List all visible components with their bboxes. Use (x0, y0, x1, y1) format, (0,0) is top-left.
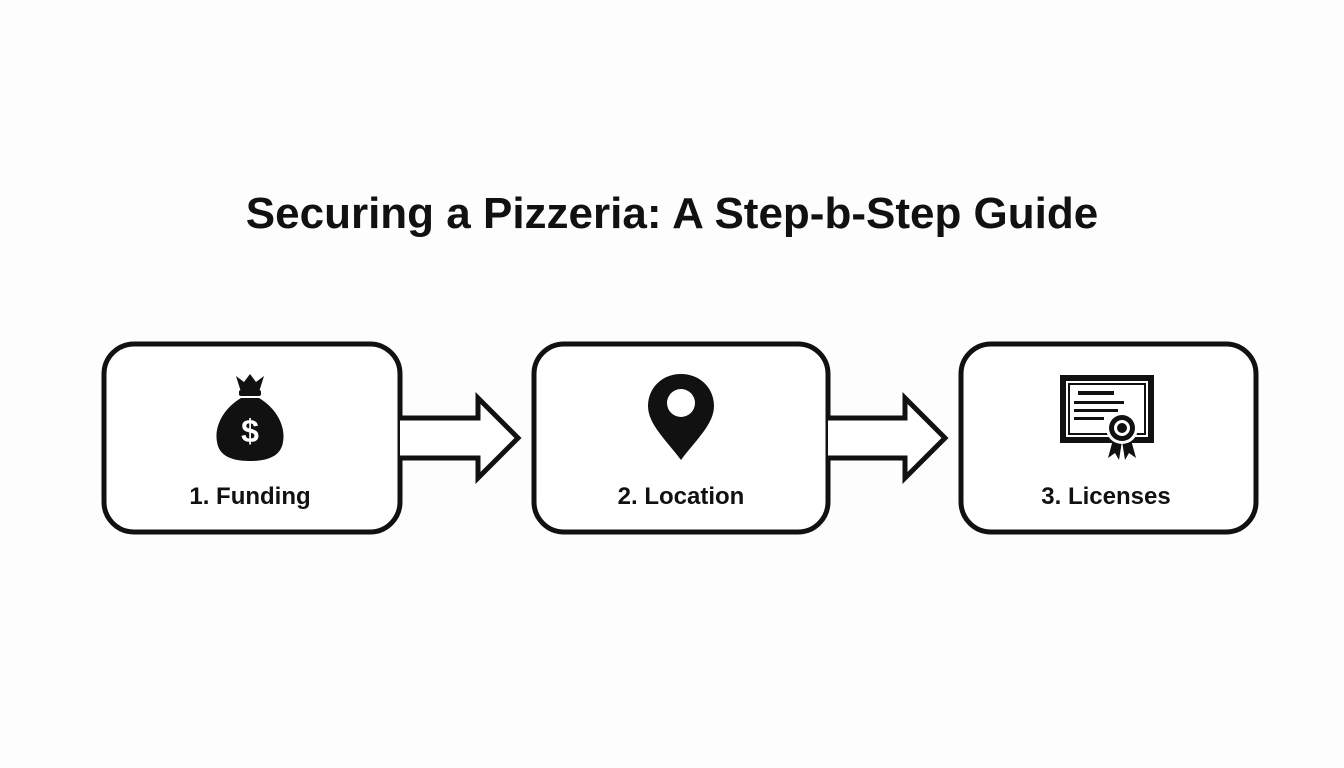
step-label: 1. Funding (189, 483, 310, 510)
money-bag-icon: $ (216, 374, 284, 461)
step-location: 2. Location (531, 341, 831, 535)
map-pin-icon (648, 374, 714, 460)
svg-text:$: $ (241, 413, 259, 449)
step-label: 2. Location (618, 483, 745, 510)
arrow-connector (828, 391, 949, 485)
step-label: 3. Licenses (1041, 483, 1170, 510)
diagram-title: Securing a Pizzeria: A Step-b-Step Guide (245, 189, 1099, 238)
certificate-icon (1060, 375, 1154, 460)
arrow-connector (400, 391, 522, 485)
step-licenses: 3. Licenses (958, 341, 1259, 535)
step-funding: $ 1. Funding (101, 341, 403, 535)
